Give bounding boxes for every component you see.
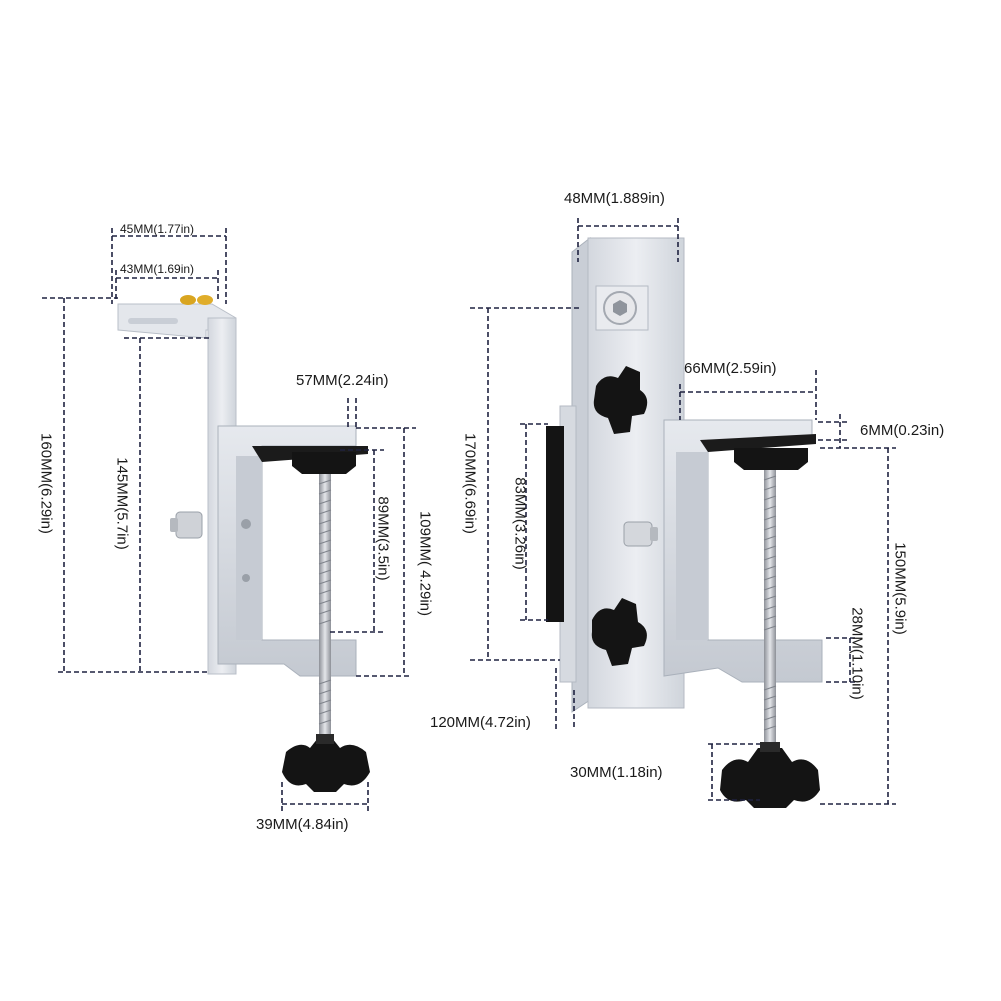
bracket-right-icon xyxy=(546,236,823,808)
dimension-lines xyxy=(42,218,896,812)
dim-left-height-160: 160MM(6.29in) xyxy=(37,433,55,534)
dim-left-top-43: 43MM(1.69in) xyxy=(120,262,195,276)
right-top-pad xyxy=(700,434,816,452)
left-top-slot xyxy=(128,318,178,324)
dim-left-top-45: 45MM(1.77in) xyxy=(120,222,195,236)
left-c-inner xyxy=(236,456,262,640)
dim-right-top-48: 48MM(1.889in) xyxy=(564,190,665,207)
right-c-inner xyxy=(676,452,708,640)
dim-right-arm-66: 66MM(2.59in) xyxy=(684,360,777,377)
dim-left-height-145: 145MM(5.7in) xyxy=(113,457,131,550)
left-side-bolt xyxy=(175,511,203,539)
dim-left-jaw-89: 89MM(3.5in) xyxy=(374,496,392,581)
dim-left-knob-39: 39MM(4.84in) xyxy=(256,816,349,833)
right-bottom-knob xyxy=(720,748,820,808)
dim-right-base-120: 120MM(4.72in) xyxy=(430,714,531,731)
left-bottom-knob xyxy=(282,738,370,792)
dim-left-clamp-57: 57MM(2.24in) xyxy=(296,372,389,389)
left-screw-threads xyxy=(318,479,332,725)
bracket-left-icon xyxy=(117,295,370,792)
dim-right-thickness-6: 6MM(0.23in) xyxy=(860,422,945,439)
right-rubber-pad xyxy=(546,426,564,622)
dim-right-height-170: 170MM(6.69in) xyxy=(461,433,479,534)
dim-right-knob-30: 30MM(1.18in) xyxy=(570,764,663,781)
dim-right-gap-28: 28MM(1.10in) xyxy=(848,607,866,700)
brass-screw-2 xyxy=(197,295,213,305)
dim-right-pad-83: 83MM(3.26in) xyxy=(511,477,529,570)
dim-left-clamp-109: 109MM( 4.29in) xyxy=(416,510,434,617)
dim-right-height-150: 150MM(5.9in) xyxy=(891,542,909,635)
right-screw-threads xyxy=(763,475,777,731)
right-knob-cap xyxy=(734,448,808,470)
right-side-bolt xyxy=(623,521,653,547)
right-knob-lower xyxy=(591,598,647,666)
knob-icon xyxy=(292,452,356,474)
right-screw-rod xyxy=(764,470,776,770)
right-knob-upper xyxy=(593,366,648,434)
brass-screw-1 xyxy=(180,295,196,305)
